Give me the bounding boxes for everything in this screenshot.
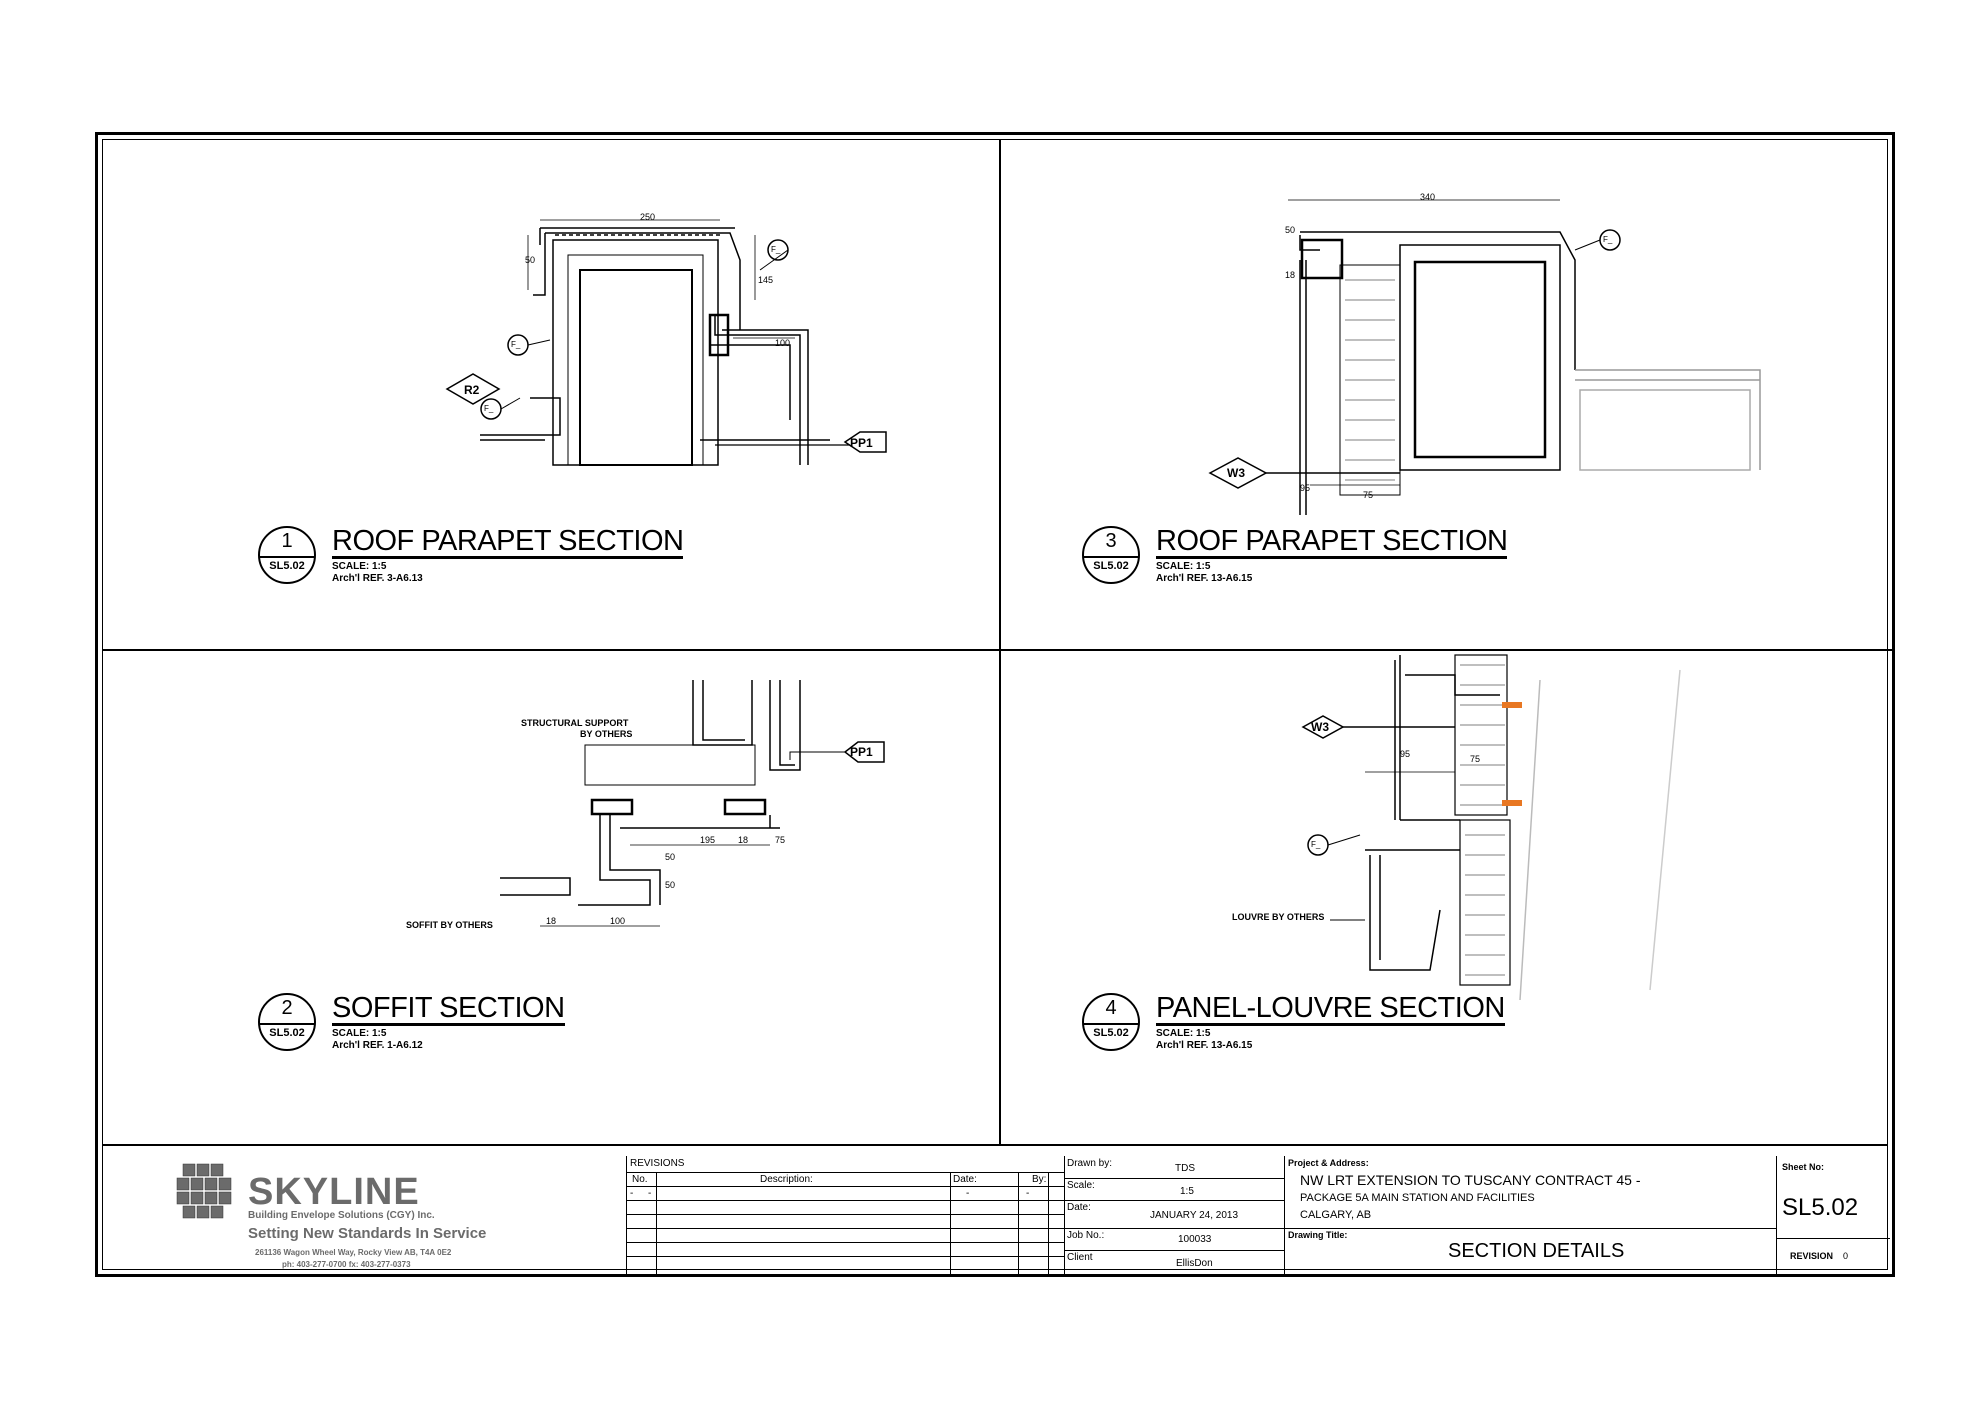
section-bubble-2: 2 SL5.02: [258, 993, 316, 1051]
section-scale: SCALE: 1:5: [332, 1028, 387, 1039]
rev-row1-by: -: [1026, 1188, 1030, 1199]
revisions-label: REVISIONS: [630, 1158, 685, 1169]
d2-dim-18a: 18: [738, 835, 749, 845]
tag-w3-d4: W3: [1311, 720, 1329, 734]
note-soffit-by-others: SOFFIT BY OTHERS: [406, 920, 493, 930]
note-louvre-by-others: LOUVRE BY OTHERS: [1232, 912, 1325, 922]
scale-value: 1:5: [1180, 1186, 1194, 1197]
rev-col-date: Date:: [953, 1174, 977, 1185]
logo-phone: ph: 403-277-0700 fx: 403-277-0373: [282, 1260, 411, 1269]
section-arch-ref: Arch'l REF. 3-A6.13: [332, 573, 423, 584]
sheet-no-label: Sheet No:: [1782, 1162, 1825, 1172]
note-structural-support: STRUCTURAL SUPPORT: [521, 718, 629, 728]
d1-dim-250: 250: [640, 212, 656, 222]
tag-f-d1a: F_: [771, 245, 781, 254]
revision-value: 0: [1843, 1251, 1849, 1261]
d2-dim-100: 100: [610, 916, 626, 926]
sheet-no: SL5.02: [1782, 1194, 1859, 1221]
project-line-2: PACKAGE 5A MAIN STATION AND FACILITIES: [1300, 1192, 1535, 1204]
logo-slogan: Setting New Standards In Service: [248, 1225, 487, 1242]
date-label: Date:: [1067, 1202, 1091, 1213]
horizontal-divider: [103, 649, 1893, 651]
tag-pp1-d1: PP1: [850, 436, 873, 450]
job-value: 100033: [1178, 1234, 1212, 1245]
section-bubble-3: 3 SL5.02: [1082, 526, 1140, 584]
section-title-text: SOFFIT SECTION: [332, 992, 565, 1026]
rev-col-by: By:: [1032, 1174, 1047, 1185]
section-arch-ref: Arch'l REF. 13-A6.15: [1156, 573, 1253, 584]
rev-row1-desc: -: [648, 1188, 652, 1199]
d4-dim-75: 75: [1470, 754, 1481, 764]
d3-dim-95: 95: [1300, 483, 1311, 493]
d2-dim-18b: 18: [546, 916, 557, 926]
tag-f-d3: F_: [1603, 235, 1613, 244]
drawn-by-label: Drawn by:: [1067, 1158, 1113, 1169]
tag-pp1-d2: PP1: [850, 745, 873, 759]
parapet-1-outer: [552, 239, 719, 466]
tag-r2: R2: [464, 383, 480, 397]
rev-row1-date: -: [966, 1188, 970, 1199]
section-title-text: PANEL-LOUVRE SECTION: [1156, 992, 1505, 1026]
sheet-inner-border: [102, 139, 1893, 1270]
project-line-1: NW LRT EXTENSION TO TUSCANY CONTRACT 45 …: [1300, 1172, 1641, 1188]
d3-dim-75: 75: [1363, 490, 1374, 500]
section-arch-ref: Arch'l REF. 13-A6.15: [1156, 1040, 1253, 1051]
d3-dim-340: 340: [1420, 192, 1436, 202]
drawing-title: SECTION DETAILS: [1448, 1240, 1625, 1262]
client-label: Client: [1067, 1252, 1093, 1263]
drawing-sheet: [95, 132, 1895, 1277]
section-scale: SCALE: 1:5: [1156, 1028, 1211, 1039]
logo-name: SKYLINE: [248, 1171, 420, 1213]
tag-f-d1c: F_: [484, 404, 494, 413]
vertical-divider: [999, 140, 1001, 1144]
section-scale: SCALE: 1:5: [332, 561, 387, 572]
rev-col-no: No.: [632, 1174, 648, 1185]
note-by-others: BY OTHERS: [580, 729, 633, 739]
section-scale: SCALE: 1:5: [1156, 561, 1211, 572]
d2-dim-50a: 50: [665, 852, 676, 862]
revision-label: REVISION: [1790, 1251, 1834, 1261]
section-title-text: ROOF PARAPET SECTION: [1156, 525, 1508, 559]
project-label: Project & Address:: [1288, 1158, 1369, 1168]
d4-dim-95: 95: [1400, 749, 1411, 759]
rev-col-description: Description:: [760, 1174, 813, 1185]
d1-dim-100: 100: [775, 338, 791, 348]
logo-address: 261136 Wagon Wheel Way, Rocky View AB, T…: [255, 1248, 452, 1257]
d1-dim-145: 145: [758, 275, 774, 285]
title-block-top-line: [103, 1144, 1887, 1146]
d2-dim-195: 195: [700, 835, 716, 845]
tag-w3-d3: W3: [1227, 466, 1245, 480]
logo-subtitle: Building Envelope Solutions (CGY) Inc.: [248, 1210, 435, 1221]
client-value: EllisDon: [1176, 1258, 1213, 1269]
d3-dim-18: 18: [1285, 270, 1296, 280]
section-arch-ref: Arch'l REF. 1-A6.12: [332, 1040, 423, 1051]
drawing-title-label: Drawing Title:: [1288, 1230, 1348, 1240]
section-title-text: ROOF PARAPET SECTION: [332, 525, 684, 559]
skyline-logo-icon: [176, 1163, 232, 1219]
d1-dim-50: 50: [525, 255, 536, 265]
section-bubble-1: 1 SL5.02: [258, 526, 316, 584]
rev-row1-no: -: [630, 1188, 634, 1199]
drawn-by-value: TDS: [1175, 1163, 1195, 1174]
project-line-3: CALGARY, AB: [1300, 1209, 1372, 1221]
tag-f-d4: F_: [1311, 840, 1321, 849]
date-value: JANUARY 24, 2013: [1150, 1210, 1239, 1221]
d2-dim-50b: 50: [665, 880, 676, 890]
d2-dim-75: 75: [775, 835, 786, 845]
tag-f-d1b: F_: [511, 340, 521, 349]
section-bubble-4: 4 SL5.02: [1082, 993, 1140, 1051]
scale-label: Scale:: [1067, 1180, 1095, 1191]
d3-dim-50: 50: [1285, 225, 1296, 235]
job-label: Job No.:: [1067, 1230, 1105, 1241]
